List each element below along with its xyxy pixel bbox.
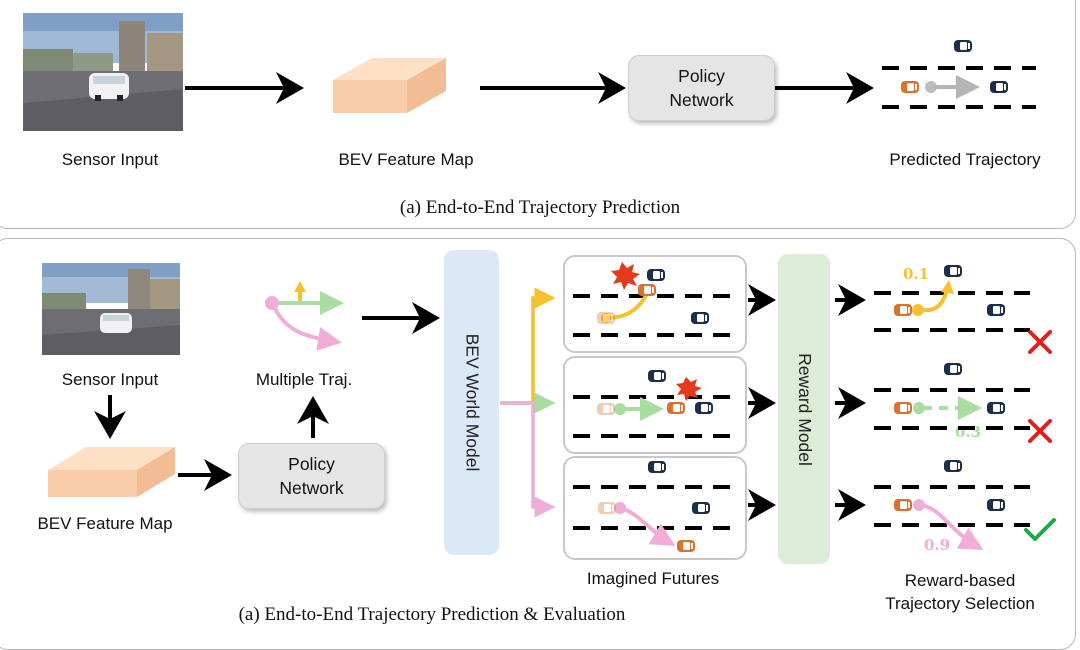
cross-icon	[1028, 330, 1052, 443]
car-icon	[597, 312, 615, 324]
policy-network-bottom: Policy Network	[238, 443, 385, 509]
policy-line1-top: Policy	[678, 66, 725, 86]
multiple-traj-label: Multiple Traj.	[255, 370, 353, 389]
imagined-futures-label: Imagined Futures	[586, 569, 720, 588]
score-3: 0.9	[924, 536, 951, 554]
predicted-trajectory-scene	[882, 66, 1036, 109]
selection-label-line2: Trajectory Selection	[885, 594, 1035, 613]
collision-icon	[611, 262, 702, 401]
car-icon	[692, 502, 710, 514]
car-icon	[894, 402, 912, 414]
future-box-3	[563, 456, 747, 560]
car-icon	[691, 312, 709, 324]
policy-network-top: Policy Network	[628, 55, 775, 121]
car-icon	[597, 403, 615, 415]
policy-line2-bottom: Network	[279, 478, 344, 498]
selection-label-line1: Reward-based	[904, 571, 1016, 590]
future-box-1	[563, 255, 747, 353]
sensor-image-bottom	[42, 263, 180, 355]
top-bev-map	[333, 58, 446, 113]
car-icon	[987, 304, 1005, 316]
bev-label-top: BEV Feature Map	[338, 150, 474, 169]
car-icon	[944, 460, 962, 472]
future-box-2	[563, 356, 747, 454]
car-icon	[944, 265, 962, 277]
car-icon	[954, 40, 972, 52]
sensor-image-top	[23, 13, 183, 131]
car-icon	[638, 284, 656, 296]
selection-trajectories	[912, 280, 984, 550]
check-icon	[1024, 518, 1056, 541]
multiple-traj-icon	[265, 281, 344, 351]
car-icon	[987, 499, 1005, 511]
bev-label-bottom: BEV Feature Map	[37, 514, 173, 533]
car-icon	[648, 370, 666, 382]
car-icon	[677, 540, 695, 552]
bottom-bev-map	[48, 447, 175, 497]
bev-world-model: BEV World Model	[444, 250, 499, 555]
car-icon	[987, 402, 1005, 414]
reward-model: Reward Model	[778, 254, 830, 564]
car-icon	[667, 402, 685, 414]
bottom-caption: (a) End-to-End Trajectory Prediction & E…	[238, 604, 626, 625]
policy-line2-top: Network	[669, 90, 734, 110]
score-1: 0.1	[903, 265, 930, 283]
car-icon	[944, 363, 962, 375]
top-caption: (a) End-to-End Trajectory Prediction	[399, 197, 681, 218]
car-icon	[695, 402, 713, 414]
car-icon	[990, 81, 1008, 93]
sensor-input-label-bottom: Sensor Input	[61, 370, 159, 389]
car-icon	[901, 81, 919, 93]
car-icon	[647, 269, 665, 281]
car-icon	[894, 499, 912, 511]
predicted-trajectory-label: Predicted Trajectory	[889, 150, 1041, 169]
car-icon	[598, 502, 616, 514]
car-icon	[894, 304, 912, 316]
policy-line1-bottom: Policy	[288, 454, 335, 474]
car-icon	[648, 461, 666, 473]
world-model-branches	[500, 287, 556, 518]
sensor-input-label-top: Sensor Input	[61, 150, 159, 169]
diagram-drawing	[94, 40, 1056, 552]
